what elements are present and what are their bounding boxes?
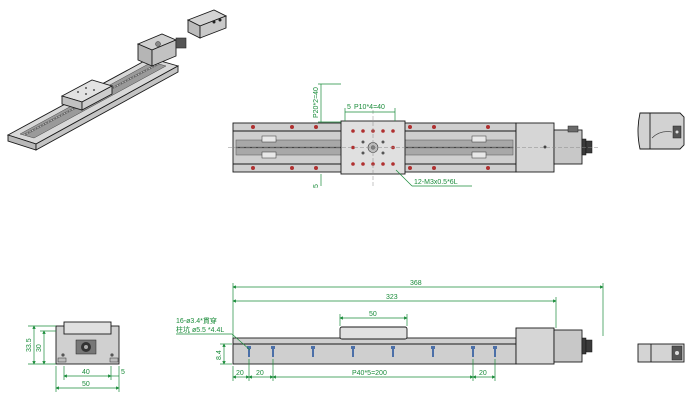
offset-left-label: 5 <box>347 104 351 111</box>
end-offset-label: 5 <box>121 369 125 376</box>
hole-note-1: 16-ø3.4*貫穿 <box>176 316 217 325</box>
hole-pitch-label: P40*5=200 <box>352 370 387 377</box>
end-width-inner-label: 40 <box>82 369 90 376</box>
edge-right-label: 20 <box>479 370 487 377</box>
carriage-length-label: 50 <box>369 311 377 318</box>
top-view <box>228 110 598 186</box>
side-view-dimensions: 368 323 50 16-ø3.4*貫穿 柱坑 ø5.5 *4.4L 8.4 … <box>176 280 604 381</box>
end-width-total-label: 50 <box>82 381 90 388</box>
end-height-total-label: 33.5 <box>26 338 33 352</box>
rail-length-label: 323 <box>386 294 398 301</box>
offset-bottom-label: 5 <box>313 184 320 188</box>
end-view-dimensions: 33.5 30 40 5 50 <box>26 325 125 392</box>
rail-height-label: 8.4 <box>216 350 223 360</box>
motor-side-view <box>637 112 685 150</box>
pitch-vertical-label: P20*2=40 <box>313 87 320 118</box>
hole-note-2: 柱坑 ø5.5 *4.4L <box>176 325 224 334</box>
motor-end-view <box>637 343 685 363</box>
side-view <box>232 326 593 365</box>
end-view <box>55 321 120 365</box>
isometric-view <box>6 9 228 151</box>
edge-left-1-label: 20 <box>236 370 244 377</box>
top-view-dimensions: P20*2=40 5 P10*4=40 5 12-M3x0.5*6L <box>313 83 472 188</box>
total-length-label: 368 <box>410 280 422 287</box>
thread-callout-label: 12-M3x0.5*6L <box>414 179 458 186</box>
end-height-inner-label: 30 <box>36 344 43 352</box>
pitch-horizontal-label: P10*4=40 <box>354 104 385 111</box>
edge-left-2-label: 20 <box>256 370 264 377</box>
